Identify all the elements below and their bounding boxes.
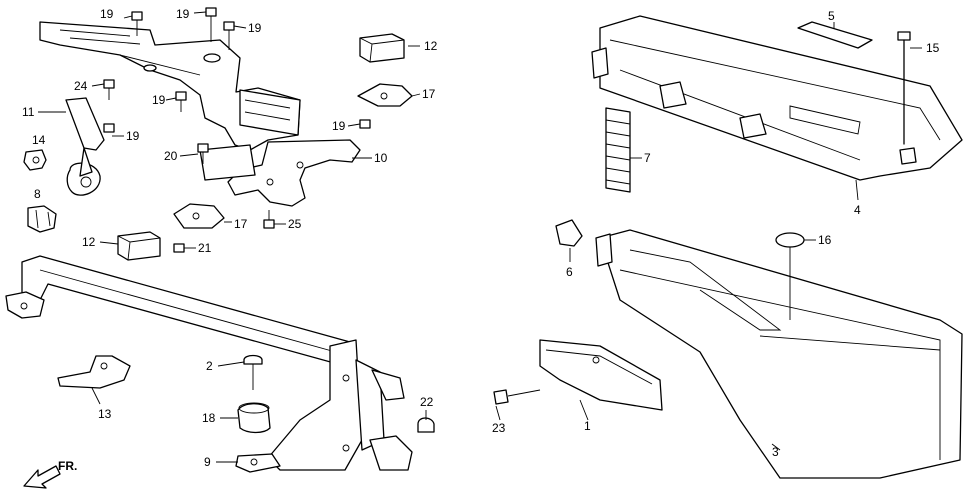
label-18: 18	[202, 411, 216, 425]
bracket-13	[57, 355, 131, 389]
bracket-1	[539, 339, 663, 411]
label-19: 19	[126, 129, 140, 143]
main-frame-stay	[5, 255, 413, 471]
label-20: 23	[492, 421, 506, 435]
label-12: 12	[424, 39, 438, 53]
label-6: 6	[566, 265, 573, 279]
front-arrow-icon	[23, 465, 61, 489]
label-19: 19	[152, 93, 166, 107]
label-12: 12	[82, 235, 96, 249]
screw-14	[897, 31, 911, 145]
label-3: 3	[772, 445, 779, 459]
label-23: 19	[100, 7, 114, 21]
clip-8	[27, 205, 57, 233]
box-base-3	[595, 229, 963, 479]
bolts	[103, 7, 371, 253]
grommet-18-bolt-2-plate-9	[235, 354, 281, 473]
rubber-cushion-12-upper	[359, 33, 405, 63]
label-19: 19	[248, 21, 262, 35]
label-9: 9	[204, 455, 211, 469]
spring-clip-17-upper	[357, 83, 413, 107]
label-11: 11	[22, 105, 35, 119]
front-direction-label: FR.	[58, 459, 77, 473]
label-22: 19	[176, 7, 190, 21]
label-19: 20	[164, 149, 178, 163]
label-5: 5	[828, 9, 835, 23]
stay-bracket	[65, 97, 105, 196]
clip-6	[555, 219, 583, 247]
label-19: 21	[198, 241, 212, 255]
grommet-21	[417, 417, 435, 433]
label-1: 1	[584, 419, 591, 433]
box-cover-4	[591, 15, 963, 181]
leader-lines	[38, 11, 922, 463]
label-21: 22	[420, 395, 434, 409]
label-2: 2	[206, 359, 213, 373]
lower-mounting-plate	[199, 139, 361, 207]
part-number-labels: 19 19 19 12 24 19 11 19 17 19 14 20 10 8…	[22, 7, 940, 469]
label-14: 15	[926, 41, 940, 55]
label-4: 4	[854, 203, 861, 217]
bolt-20	[493, 389, 541, 405]
label-7: 7	[644, 151, 651, 165]
label-24: 24	[74, 79, 88, 93]
spring-clip-17-lower	[173, 203, 225, 229]
fuse-puller-7	[605, 107, 631, 193]
label-15: 14	[32, 133, 46, 147]
label-17: 17	[422, 87, 436, 101]
label-16: 16	[818, 233, 832, 247]
label-19: 19	[332, 119, 346, 133]
front-direction-indicator: FR.	[23, 459, 77, 489]
clip-15	[23, 149, 47, 171]
label-13: 13	[98, 407, 112, 421]
rubber-cushion-12-lower	[117, 231, 161, 261]
label-plate-5	[797, 21, 873, 49]
label-10: 10	[374, 151, 388, 165]
label-8: 8	[34, 187, 41, 201]
label-17: 17	[234, 217, 248, 231]
label-25: 25	[288, 217, 302, 231]
